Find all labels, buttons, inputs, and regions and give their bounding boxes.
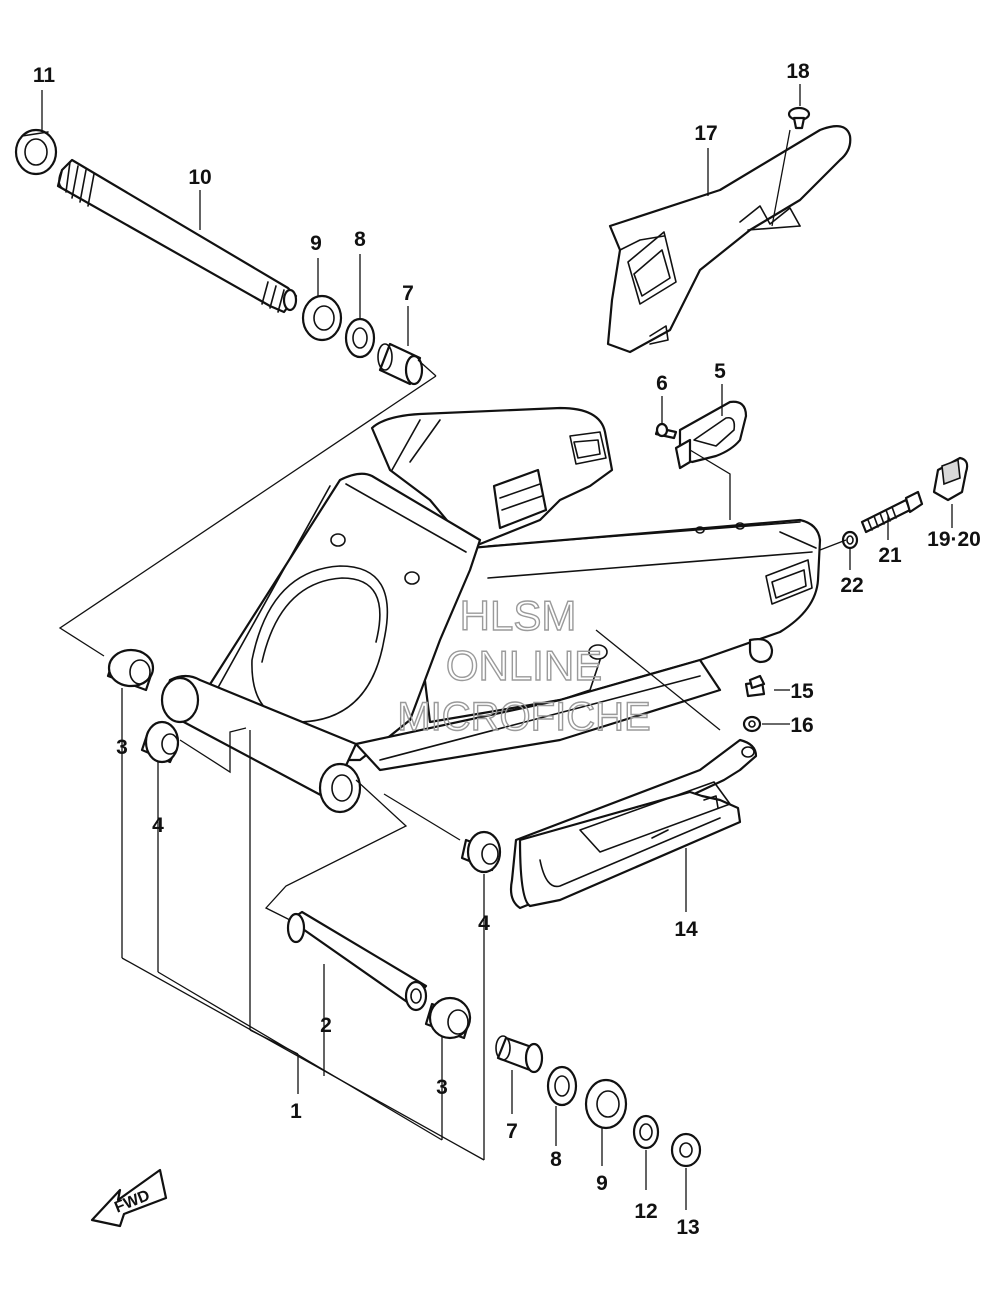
part-9-bearing-top <box>301 294 343 342</box>
part-9-bearing-lower <box>584 1078 628 1130</box>
label-3-lower: 3 <box>436 1076 448 1099</box>
label-12: 12 <box>634 1200 657 1223</box>
part-14-chain-guide <box>509 738 758 910</box>
watermark-line-2: ONLINE <box>446 642 602 689</box>
label-15: 15 <box>790 680 814 703</box>
part-12-washer <box>632 1114 660 1150</box>
watermark-line-1: HLSM <box>460 592 577 639</box>
part-17-chain-case <box>606 125 852 354</box>
watermark-line-3: MICROFICHE <box>397 695 650 739</box>
label-19-20: 19·20 <box>927 528 981 551</box>
watermark: HLSM ONLINE MICROFICHE <box>397 591 652 739</box>
label-8-lower: 8 <box>550 1148 562 1171</box>
label-4-right: 4 <box>478 912 490 935</box>
label-9-lower: 9 <box>596 1172 608 1195</box>
label-22: 22 <box>840 574 863 597</box>
part-13-nut <box>670 1132 702 1168</box>
part-7-collar-top <box>377 342 424 386</box>
label-5: 5 <box>714 360 726 383</box>
part-16-nut <box>742 715 762 733</box>
label-21: 21 <box>878 544 902 567</box>
part-4-bearing-left <box>140 720 180 764</box>
label-3-left: 3 <box>116 736 128 759</box>
label-14: 14 <box>674 918 698 941</box>
part-10-pivot-shaft <box>56 158 298 314</box>
label-2: 2 <box>320 1014 332 1037</box>
label-1: 1 <box>290 1100 302 1123</box>
label-13: 13 <box>676 1216 699 1239</box>
part-11-seal <box>14 128 58 176</box>
label-10: 10 <box>188 166 211 189</box>
part-19-20-adjuster <box>932 456 969 502</box>
fwd-arrow: FWD <box>90 1168 168 1228</box>
part-2-sleeve <box>286 910 428 1012</box>
part-7-collar-lower <box>495 1035 544 1074</box>
leader-lines <box>41 84 953 1210</box>
part-15-bolt <box>744 674 766 698</box>
part-3-bearing-lower <box>424 996 472 1040</box>
label-16: 16 <box>790 714 813 737</box>
part-3-bearing-left <box>106 648 155 692</box>
label-7-lower: 7 <box>506 1120 518 1143</box>
label-7-top: 7 <box>402 282 414 305</box>
part-4-bearing-right <box>460 830 502 874</box>
part-6-bolt <box>654 422 678 440</box>
label-9-top: 9 <box>310 232 322 255</box>
label-6: 6 <box>656 372 668 395</box>
part-5-bracket <box>674 400 748 470</box>
label-8-top: 8 <box>354 228 366 251</box>
part-1-swingarm <box>160 406 822 814</box>
part-labels: 11 10 9 8 7 18 17 5 6 19·20 21 22 15 16 … <box>33 60 981 1239</box>
label-17: 17 <box>694 122 717 145</box>
label-11: 11 <box>33 64 56 87</box>
label-18: 18 <box>786 60 810 83</box>
part-8-washer-lower <box>546 1065 578 1107</box>
label-4-left: 4 <box>152 814 164 837</box>
part-21-adjuster-bolt <box>860 490 924 534</box>
part-18-screw <box>787 106 811 130</box>
part-8-washer-top <box>344 317 376 359</box>
